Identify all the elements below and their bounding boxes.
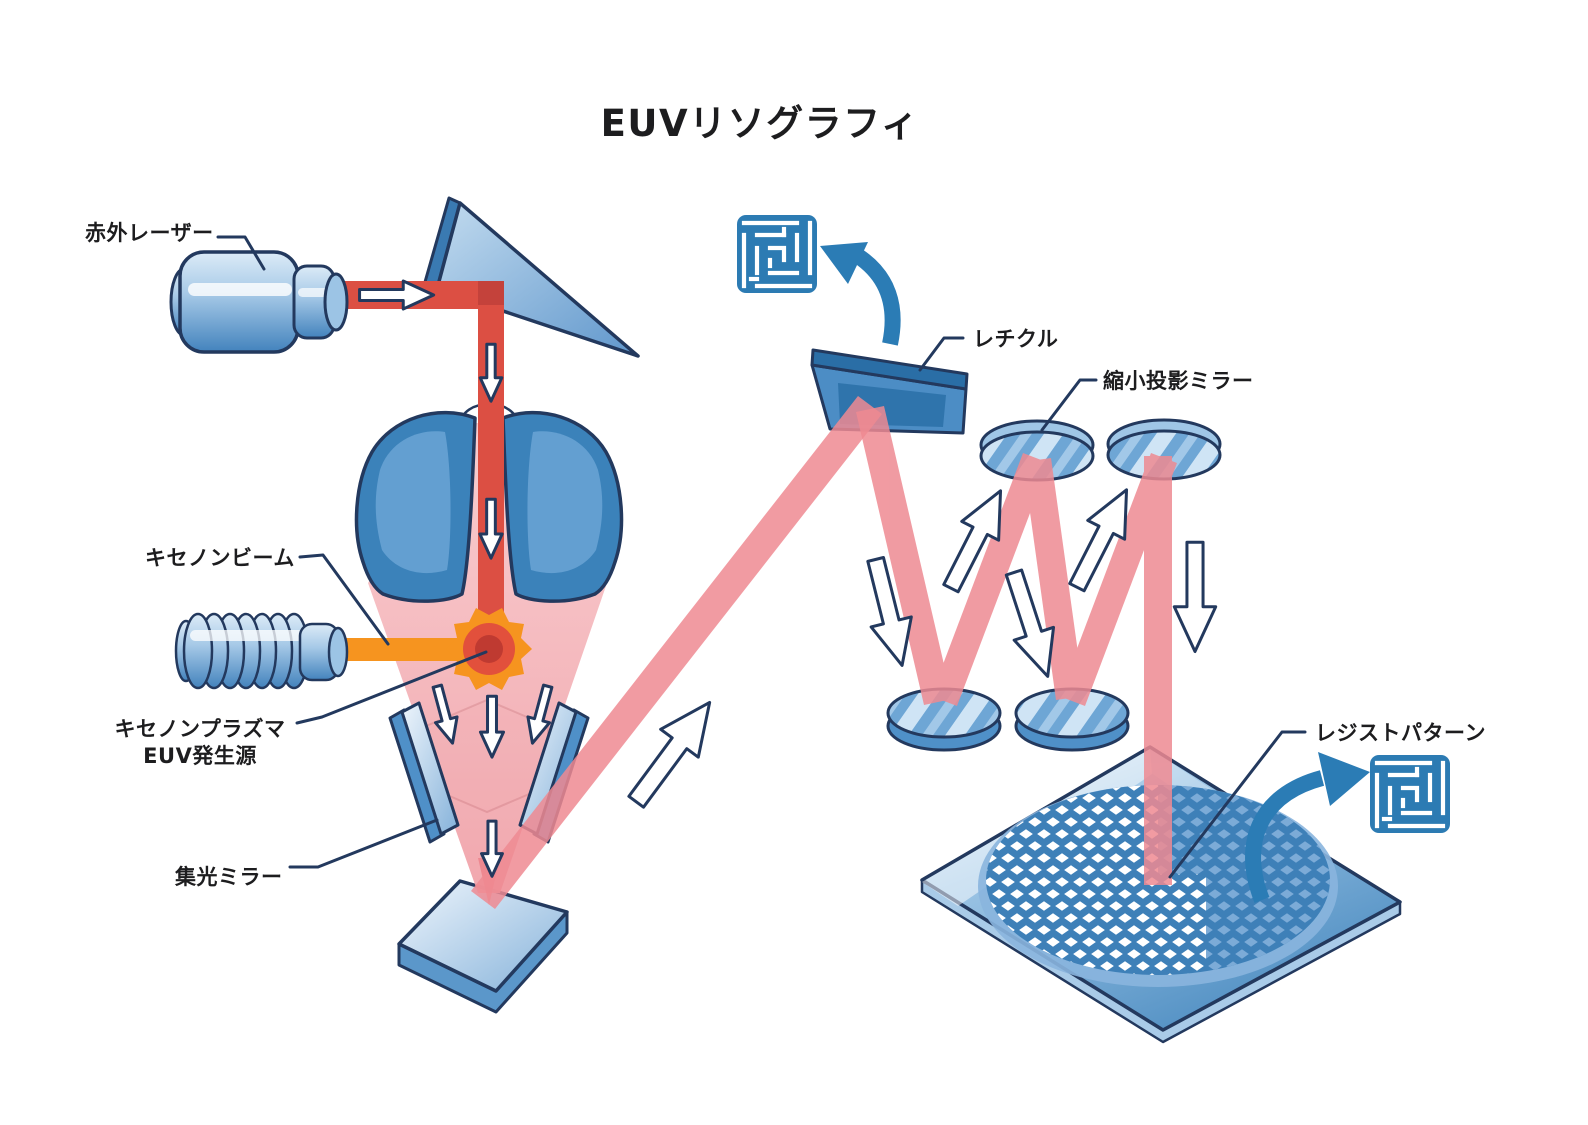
- turning-mirror: [423, 196, 640, 358]
- label-reduction-mirror: 縮小投影ミラー: [1103, 369, 1254, 393]
- pointer-infrared-laser: [216, 235, 266, 271]
- xenon-source-device: [174, 612, 349, 690]
- reticle-panel: [810, 348, 969, 435]
- pointer-reduction-mirror: [1040, 378, 1098, 432]
- euv-beam-to-reticle: [471, 396, 882, 909]
- pointer-resist-pattern: [1168, 730, 1307, 879]
- white-direction-arrow-icon: [1174, 542, 1215, 651]
- euv-projection-beams: [856, 406, 1177, 885]
- pointer-xenon-beam: [298, 553, 390, 646]
- pointer-xenon-plasma: [295, 650, 488, 725]
- focus-mirror-plate: [397, 879, 569, 1014]
- label-resist-pattern: レジストパターン: [1315, 721, 1486, 745]
- infrared-laser-device: [169, 250, 349, 354]
- maze-pattern-chip-icon: [1370, 755, 1450, 833]
- projection-mirror-bottom-1: [886, 687, 1002, 752]
- label-collector-mirror: 集光ミラー: [174, 865, 283, 889]
- label-xenon-beam: キセノンビーム: [145, 546, 295, 570]
- label-reticle: レチクル: [973, 327, 1058, 351]
- page-title: EUVリソグラフィ: [601, 102, 920, 145]
- projection-mirror-bottom-2: [1014, 687, 1130, 752]
- pointer-reticle: [918, 336, 965, 372]
- xenon-beam: [340, 638, 466, 661]
- maze-pattern-chip-icon: [737, 215, 817, 293]
- collector-side-mirror-left: [388, 701, 460, 844]
- label-infrared-laser: 赤外レーザー: [85, 221, 214, 245]
- blue-curved-arrow-icon: [1245, 752, 1370, 903]
- label-xenon-plasma-line1: キセノンプラズマ: [115, 717, 286, 741]
- label-pointer-lines: [216, 235, 1307, 879]
- plasma-sunburst-icon: [446, 608, 532, 690]
- blue-curved-arrow-icon: [820, 242, 901, 346]
- pointer-collector-mirror: [288, 818, 439, 869]
- projection-mirror-top-2: [1106, 418, 1222, 481]
- label-xenon-plasma-line2: EUV発生源: [143, 744, 257, 768]
